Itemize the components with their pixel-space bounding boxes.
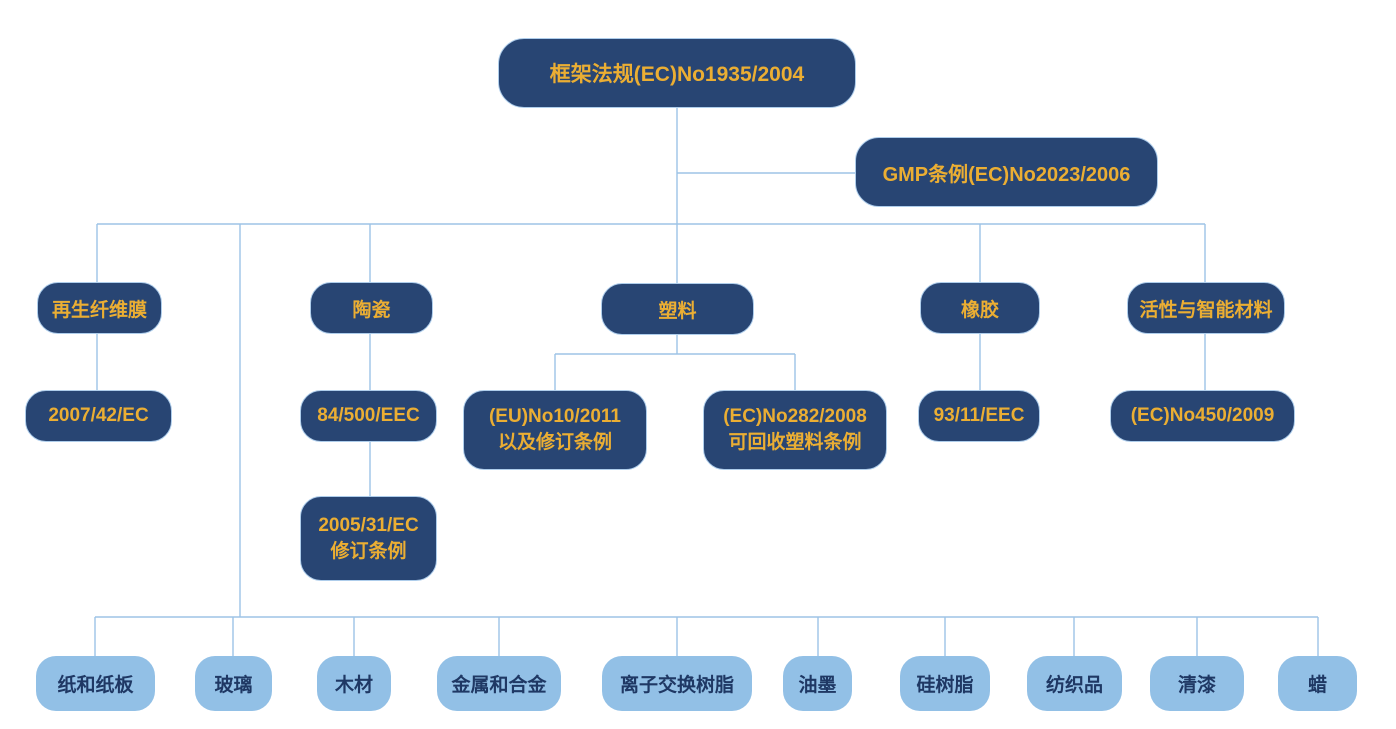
node-ceramics: 陶瓷 <box>310 282 433 334</box>
node-regulation-eu-10-2011: (EU)No10/2011 以及修订条例 <box>463 390 647 470</box>
node-framework-regulation: 框架法规(EC)No1935/2004 <box>498 38 856 108</box>
node-waxes: 蜡 <box>1278 656 1357 711</box>
node-regulation-93-11-eec: 93/11/EEC <box>918 390 1040 442</box>
node-regulation-2007-42-ec: 2007/42/EC <box>25 390 172 442</box>
regulation-line1: 2005/31/EC <box>318 514 419 536</box>
node-regenerated-cellulose-film: 再生纤维膜 <box>37 282 162 334</box>
node-silicone-resins: 硅树脂 <box>900 656 990 711</box>
node-printing-inks: 油墨 <box>783 656 852 711</box>
node-metals-and-alloys: 金属和合金 <box>437 656 561 711</box>
regulation-line1: (EC)No282/2008 <box>723 406 867 428</box>
node-glass: 玻璃 <box>195 656 272 711</box>
node-regulation-2005-31-ec: 2005/31/EC 修订条例 <box>300 496 437 581</box>
regulation-line2: 可回收塑料条例 <box>728 432 862 453</box>
node-gmp-regulation: GMP条例(EC)No2023/2006 <box>855 137 1158 207</box>
node-ion-exchange-resins: 离子交换树脂 <box>602 656 752 711</box>
node-active-intelligent-materials: 活性与智能材料 <box>1127 282 1285 334</box>
node-regulation-ec-282-2008: (EC)No282/2008 可回收塑料条例 <box>703 390 887 470</box>
node-rubber: 橡胶 <box>920 282 1040 334</box>
regulation-line2: 修订条例 <box>330 540 407 562</box>
node-plastics: 塑料 <box>601 283 754 335</box>
node-regulation-ec-450-2009: (EC)No450/2009 <box>1110 390 1295 442</box>
regulation-line2: 以及修订条例 <box>497 432 612 453</box>
node-regulation-84-500-eec: 84/500/EEC <box>300 390 437 442</box>
node-textiles: 纺织品 <box>1027 656 1122 711</box>
node-paper-and-board: 纸和纸板 <box>36 656 155 711</box>
node-wood: 木材 <box>317 656 391 711</box>
regulation-line1: (EU)No10/2011 <box>488 406 621 428</box>
node-varnishes: 清漆 <box>1150 656 1244 711</box>
